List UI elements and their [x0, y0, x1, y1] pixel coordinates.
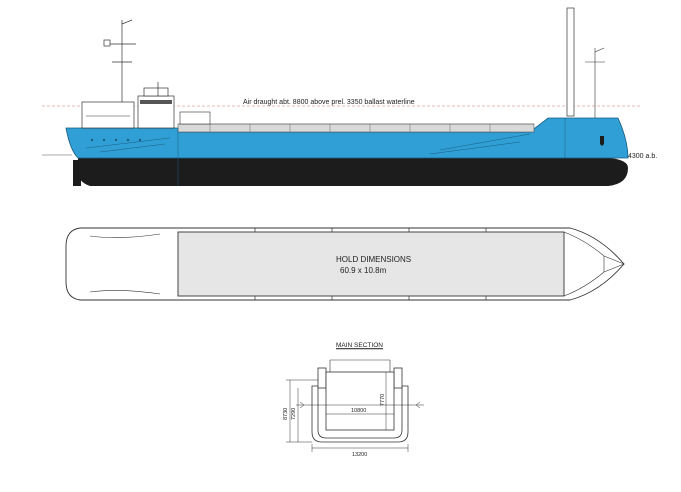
portholes: [90, 138, 142, 142]
dim-hold-width: 10800: [351, 408, 366, 414]
forward-mast: [585, 47, 605, 118]
cargo-hold: [177, 231, 565, 297]
dim-height-side: 7290: [291, 408, 297, 420]
aft-deck-lines: [89, 233, 161, 295]
section-dimensions: [286, 372, 409, 452]
plan-view: HOLD DIMENSIONS 60.9 x 10.8m: [65, 227, 625, 301]
railing: [178, 123, 534, 132]
forward-pole: [566, 7, 575, 117]
hold-box: [325, 371, 395, 431]
hold-size: 60.9 x 10.8m: [340, 266, 387, 275]
hatch-divisions: [254, 228, 487, 300]
side-profile: Air draught abt. 8800 above prel. 3350 b…: [42, 7, 657, 186]
depth-label: 4300 a.b.: [628, 153, 657, 160]
coaming-starboard: [393, 367, 403, 389]
dim-beam: 13200: [352, 452, 367, 458]
hold-title: HOLD DIMENSIONS: [336, 255, 411, 264]
rudder: [73, 160, 81, 186]
air-draught-label: Air draught abt. 8800 above prel. 3350 b…: [243, 99, 415, 106]
anchor-icon: [600, 136, 604, 146]
bow-lines: [563, 231, 625, 297]
dim-hold-depth: 7770: [380, 394, 386, 406]
hull-blue: [65, 117, 629, 159]
wheelhouse: [81, 87, 211, 129]
coaming-port: [317, 367, 327, 389]
main-section: MAIN SECTION 8730 7290 7770: [283, 342, 424, 458]
dim-height-total: 8730: [283, 408, 289, 420]
hull-shell-lines: [85, 118, 566, 186]
hull-bottom: [78, 158, 628, 186]
section-title: MAIN SECTION: [336, 342, 383, 349]
hatch-coaming: [177, 123, 535, 133]
aft-mast: [103, 19, 159, 102]
